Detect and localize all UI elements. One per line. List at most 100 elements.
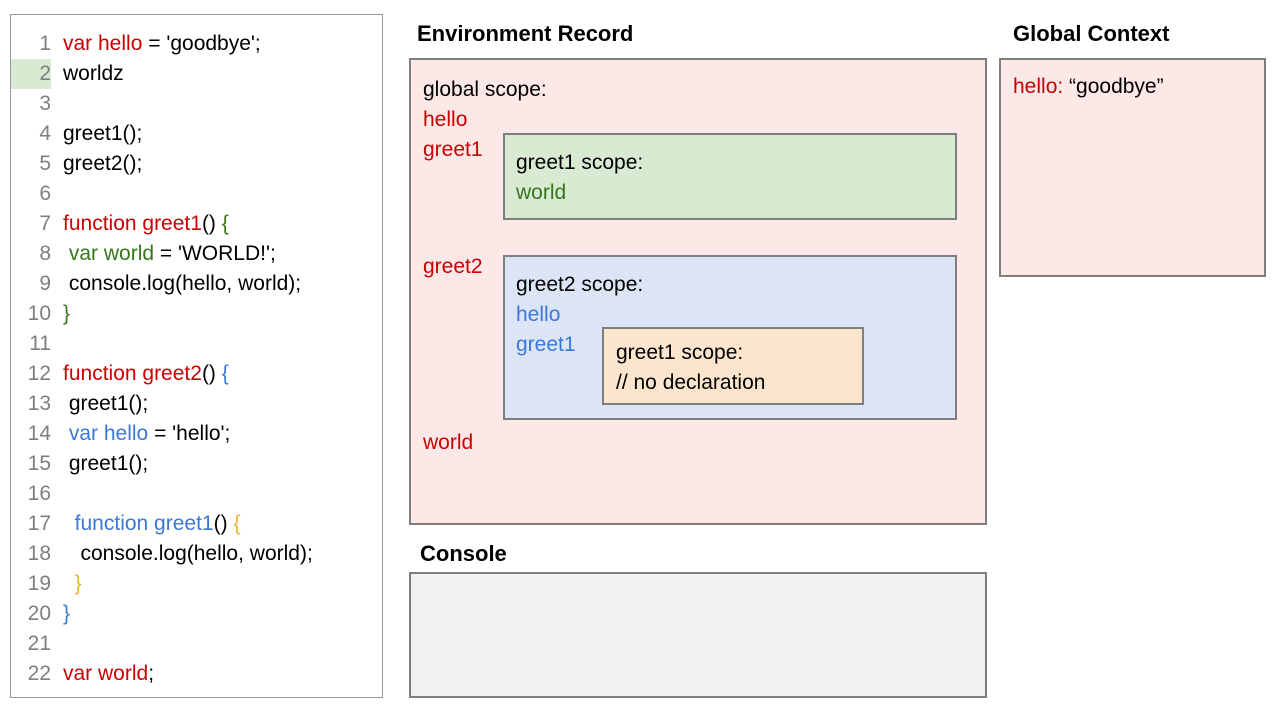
global-var-greet2: greet2 [423, 255, 483, 278]
greet1-nested-scope-label: greet1 scope: [616, 341, 744, 364]
code-token [63, 512, 75, 535]
code-line[interactable]: 16 [11, 479, 382, 509]
greet2-scope-label: greet2 scope: [516, 273, 644, 296]
console-title: Console [420, 541, 507, 566]
code-line-number: 22 [27, 662, 51, 685]
code-line-number: 7 [39, 212, 51, 235]
code-line-number: 15 [27, 452, 51, 475]
code-line-number: 13 [27, 392, 51, 415]
code-line-text: function greet2() { [51, 359, 229, 389]
code-line[interactable]: 5 greet2(); [11, 149, 382, 179]
code-line-number: 17 [27, 512, 51, 535]
code-line-text: console.log(hello, world); [51, 539, 313, 569]
code-line-number: 10 [27, 302, 51, 325]
code-line[interactable]: 8 var world = 'WORLD!'; [11, 239, 382, 269]
code-line-text: } [51, 599, 70, 629]
code-line-text: var hello = 'goodbye'; [51, 29, 261, 59]
code-token: { [221, 212, 229, 235]
code-line[interactable]: 17 function greet1() { [11, 509, 382, 539]
code-token: () [201, 362, 222, 385]
code-line-number: 21 [27, 632, 51, 655]
code-line-number: 6 [39, 182, 51, 205]
code-line-number: 16 [27, 482, 51, 505]
code-token: var hello [68, 422, 149, 445]
code-token: } [63, 302, 71, 325]
code-token: function greet1 [63, 212, 202, 235]
code-line[interactable]: 15 greet1(); [11, 449, 382, 479]
code-line[interactable]: 9 console.log(hello, world); [11, 269, 382, 299]
code-line[interactable]: 19 } [11, 569, 382, 599]
code-line[interactable]: 10} [11, 299, 382, 329]
greet2-scope-box: greet2 scope: hello greet1 greet1 scope:… [503, 255, 957, 420]
code-token: function greet1 [74, 512, 214, 535]
code-line[interactable]: 3 [11, 89, 382, 119]
code-token: = 'goodbye'; [142, 32, 261, 55]
code-token: ; [148, 662, 155, 685]
global-context-title: Global Context [1013, 21, 1170, 46]
greet1-nested-scope-box: greet1 scope: // no declaration [602, 327, 864, 405]
code-line-text: } [51, 569, 82, 599]
environment-record-panel: global scope: hello greet1 greet2 world … [409, 58, 987, 525]
code-line-text: } [51, 299, 70, 329]
global-context-entry-key: hello: [1013, 75, 1064, 98]
code-line-number: 20 [27, 602, 51, 625]
code-line[interactable]: 20} [11, 599, 382, 629]
code-line[interactable]: 14 var hello = 'hello'; [11, 419, 382, 449]
code-line-text: greet1(); [51, 119, 142, 149]
code-token: greet1(); [63, 122, 143, 145]
code-line-number: 14 [27, 422, 51, 445]
global-var-world: world [423, 431, 474, 454]
code-token: var hello [63, 32, 143, 55]
code-line[interactable]: 21 [11, 629, 382, 659]
code-line-number: 11 [29, 332, 51, 355]
code-line-number: 3 [39, 92, 51, 115]
code-line-number: 4 [39, 122, 51, 145]
code-token: { [233, 512, 241, 535]
code-line-number: 18 [27, 542, 51, 565]
greet1-scope-var-world: world [516, 181, 567, 204]
code-line-text: console.log(hello, world); [51, 269, 301, 299]
greet1-scope-box: greet1 scope: world [503, 133, 957, 220]
code-line-text: function greet1() { [51, 209, 229, 239]
code-line[interactable]: 11 [11, 329, 382, 359]
code-token [63, 572, 75, 595]
code-line[interactable]: 13 greet1(); [11, 389, 382, 419]
code-line-text: var hello = 'hello'; [51, 419, 231, 449]
code-line[interactable]: 6 [11, 179, 382, 209]
code-token: function greet2 [63, 362, 202, 385]
greet1-nested-scope-note: // no declaration [616, 371, 766, 394]
global-context-panel: hello: “goodbye” [999, 58, 1266, 277]
code-line-text: var world = 'WORLD!'; [51, 239, 276, 269]
code-line-number: 9 [39, 272, 51, 295]
code-line[interactable]: 4 greet1(); [11, 119, 382, 149]
code-line-text: function greet1() { [51, 509, 241, 539]
code-line[interactable]: 18 console.log(hello, world); [11, 539, 382, 569]
code-line-number: 12 [27, 362, 51, 385]
code-line-text: greet1(); [51, 449, 148, 479]
global-scope-label: global scope: [423, 78, 547, 101]
code-token: greet2(); [63, 152, 143, 175]
code-token: console.log(hello, world); [63, 542, 313, 565]
global-context-entry: hello: “goodbye” [1013, 75, 1164, 99]
greet2-scope-var-hello: hello [516, 303, 561, 326]
code-line-text: var world; [51, 659, 154, 689]
code-line-number: 2 [11, 59, 51, 89]
environment-record-title: Environment Record [417, 21, 634, 46]
console-panel[interactable] [409, 572, 987, 698]
code-line-number: 8 [39, 242, 51, 265]
code-token: } [74, 572, 82, 595]
code-token: var world [68, 242, 155, 265]
code-token: greet1(); [63, 392, 149, 415]
code-line-number: 5 [39, 152, 51, 175]
code-line-text: greet1(); [51, 389, 148, 419]
greet1-scope-label: greet1 scope: [516, 151, 644, 174]
greet2-scope-var-greet1: greet1 [516, 333, 576, 356]
code-token: var world [63, 662, 149, 685]
